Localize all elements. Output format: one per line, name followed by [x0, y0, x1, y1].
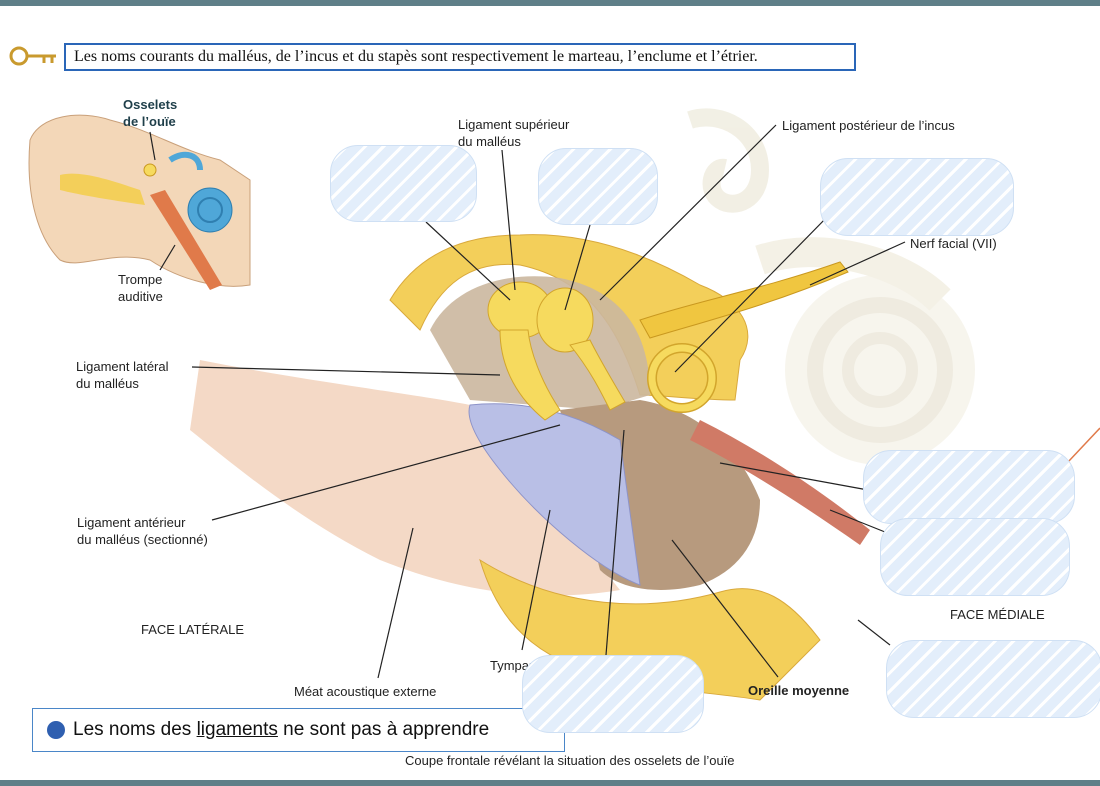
muscle-shape [690, 420, 870, 545]
label-osselets-2: de l’ouïe [123, 114, 176, 129]
bottom-note-underlined: ligaments [196, 719, 278, 740]
inner-ear-shape [687, 108, 975, 465]
answer-blank-1[interactable] [330, 145, 477, 222]
caption: Coupe frontale révélant la situation des… [405, 753, 735, 768]
label-lig-lat-2: du malléus [76, 376, 139, 391]
label-meat: Méat acoustique externe [294, 684, 437, 699]
label-face-laterale: FACE LATÉRALE [141, 622, 245, 637]
answer-blank-6[interactable] [886, 640, 1100, 718]
label-lig-ant-1: Ligament antérieur [77, 515, 186, 530]
answer-blank-7[interactable] [522, 655, 704, 733]
bottom-note-prefix: Les noms des [73, 719, 197, 740]
bottom-note-suffix: ne sont pas à apprendre [277, 719, 490, 740]
label-oreille-moyenne: Oreille moyenne [748, 683, 850, 698]
answer-blank-5[interactable] [880, 518, 1070, 596]
leader-lines [149, 124, 906, 679]
bottom-note: Les noms des ligaments ne sont pas à app… [32, 708, 565, 752]
answer-blank-2[interactable] [538, 148, 658, 225]
thumbnail-ear [28, 114, 251, 290]
label-face-mediale: FACE MÉDIALE [950, 607, 1045, 622]
ossicles-shape [487, 281, 717, 421]
canal-skin [190, 360, 620, 596]
bullet-icon [47, 721, 65, 739]
label-trompe-1: Trompe [118, 272, 163, 287]
lower-bone-shape [479, 558, 821, 701]
facial-nerve-shape [639, 261, 849, 339]
label-lig-sup-2: du malléus [458, 134, 521, 149]
answer-blank-4[interactable] [863, 450, 1075, 524]
answer-blank-3[interactable] [820, 158, 1014, 236]
key-icon [9, 46, 56, 66]
label-lig-ant-2: du malléus (sectionné) [77, 532, 208, 547]
label-trompe-2: auditive [118, 289, 163, 304]
label-lig-sup-1: Ligament supérieur [458, 117, 570, 132]
top-note: Les noms courants du malléus, de l’incus… [64, 43, 856, 71]
label-osselets-1: Osselets [123, 97, 178, 112]
label-lig-lat-1: Ligament latéral [76, 359, 169, 374]
label-lig-post: Ligament postérieur de l’incus [782, 118, 955, 133]
bottom-note-text: Les noms des ligaments ne sont pas à app… [73, 718, 489, 742]
label-nerf-facial: Nerf facial (VII) [910, 236, 997, 251]
